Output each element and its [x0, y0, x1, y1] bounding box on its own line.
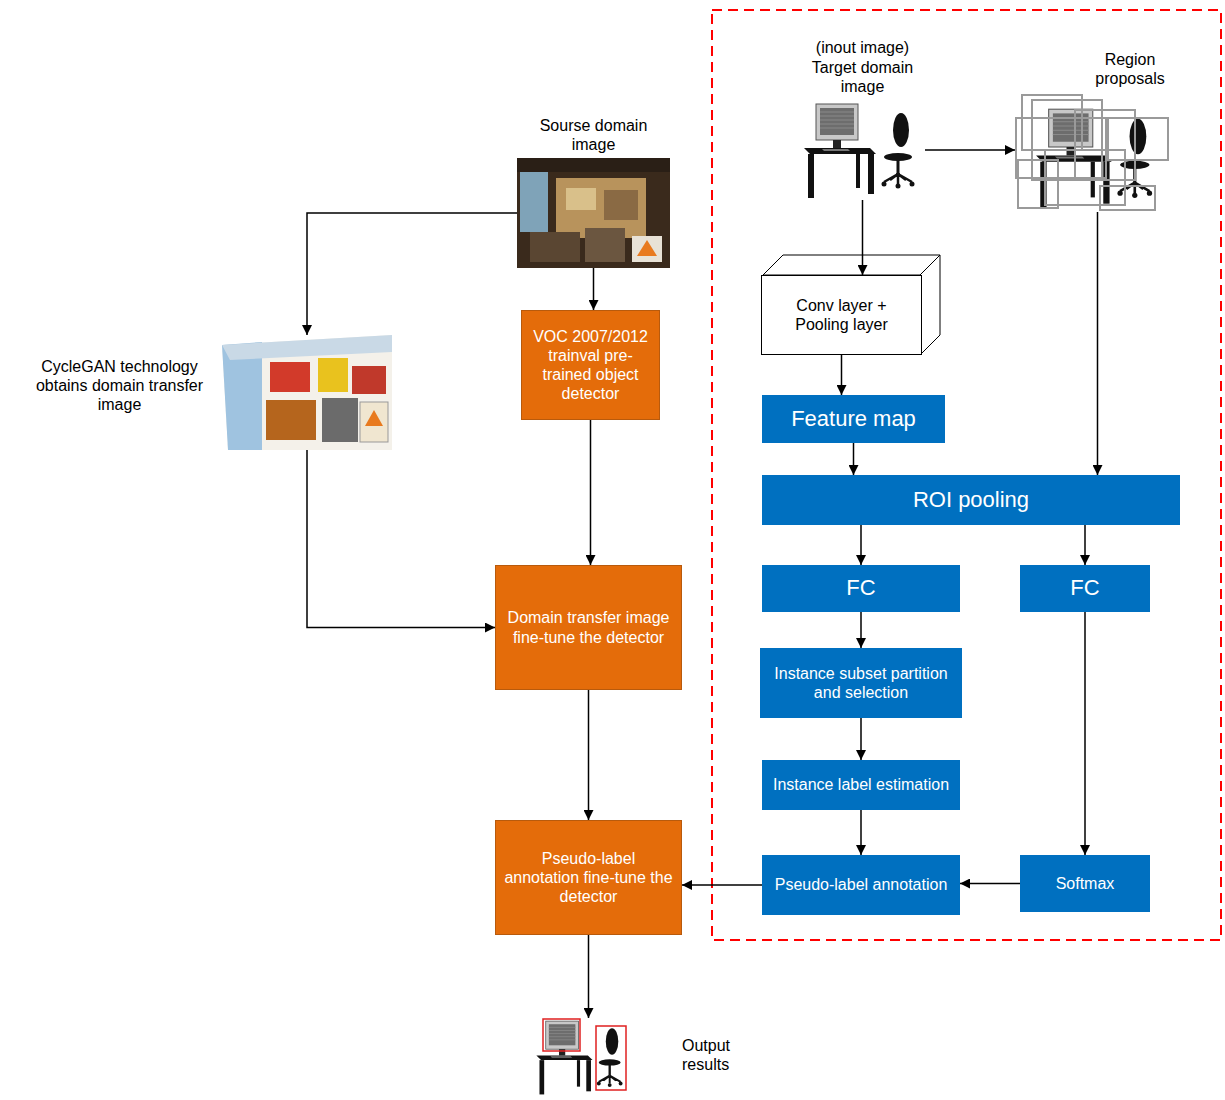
arrow-connector — [1097, 212, 1099, 475]
box-label: Feature map — [791, 406, 916, 432]
network-box: Instance label estimation — [762, 760, 960, 810]
proposal-box — [1108, 118, 1168, 160]
cartoon-block — [270, 362, 310, 392]
network-box: Pseudo-label annotation — [762, 855, 960, 915]
network-box: ROI pooling — [762, 475, 1180, 525]
image-caption: Output results — [682, 1036, 754, 1074]
arrow-connector — [588, 690, 590, 820]
proposal-box — [1032, 100, 1102, 180]
photo-box — [632, 236, 662, 262]
dashed-region — [712, 10, 1221, 940]
arrow-connector — [307, 213, 517, 335]
arrow-connector — [860, 810, 862, 855]
arrow-connector — [853, 443, 855, 475]
cyclegan-image — [222, 335, 392, 450]
arrow-connector — [841, 355, 843, 395]
layer-block: Conv layer + Pooling layer — [761, 275, 922, 355]
transfer-image-node: CycleGAN technology obtains domain trans… — [222, 335, 392, 450]
cartoon-ceiling — [222, 335, 392, 360]
target-image — [804, 104, 915, 198]
arrow-connector — [1084, 525, 1086, 565]
proposal-box — [1100, 186, 1155, 210]
network-box: Softmax — [1020, 855, 1150, 912]
proposal-boxes — [1016, 95, 1168, 210]
arrow-connector — [588, 935, 590, 1018]
arrow-connector — [862, 200, 864, 275]
cartoon-chair — [322, 398, 358, 442]
block-side-face — [920, 255, 940, 355]
cartoon-ground — [222, 335, 392, 450]
photo-light — [566, 188, 596, 210]
source-image-node: Sourse domain image — [517, 158, 670, 268]
photo-shelf — [604, 190, 638, 220]
arrow-connector — [593, 268, 595, 310]
block-top-face — [763, 255, 940, 275]
box-label: VOC 2007/2012 trainval pre-trained objec… — [530, 327, 651, 404]
box-label: FC — [846, 575, 875, 601]
detection-box — [596, 1026, 626, 1090]
cartoon-block — [318, 358, 348, 392]
arrow-connector — [960, 883, 1020, 885]
box-label: ROI pooling — [913, 487, 1029, 513]
arrow-connector — [682, 884, 762, 886]
box-label: Pseudo-label annotation — [775, 875, 948, 894]
process-box: Domain transfer image fine-tune the dete… — [495, 565, 682, 690]
box-label: FC — [1070, 575, 1099, 601]
source-photo — [517, 158, 670, 268]
network-box: FC — [1020, 565, 1150, 612]
cartoon-table — [266, 400, 316, 440]
photo-beam — [517, 158, 670, 172]
arrow-connector — [590, 420, 592, 565]
image-caption: Sourse domain image — [534, 116, 654, 154]
detection-box — [543, 1019, 580, 1051]
box-label: Softmax — [1056, 874, 1115, 893]
arrow-connector — [925, 149, 1015, 151]
box-label: Pseudo-label annotation fine-tune the de… — [504, 849, 673, 907]
proposal-image — [1036, 109, 1152, 208]
box-label: Instance label estimation — [773, 775, 949, 794]
image-caption: Region proposals — [1080, 50, 1180, 88]
network-box: Instance subset partition and selection — [760, 648, 962, 718]
cartoon-block — [352, 366, 386, 394]
box-label: Conv layer + Pooling layer — [768, 296, 915, 334]
arrow-connector — [307, 450, 495, 628]
output-image-node: Output results — [522, 1018, 642, 1096]
image-caption: (inout image) Target domain image — [804, 38, 922, 96]
network-box: FC — [762, 565, 960, 612]
cartoon-sign — [365, 410, 383, 426]
network-box: Feature map — [762, 395, 945, 443]
photo-chair — [530, 232, 580, 262]
proposal-box — [1016, 118, 1106, 178]
photo-ground — [517, 158, 670, 268]
target-image-node: (inout image) Target domain image — [800, 100, 925, 200]
arrow-connector — [860, 718, 862, 760]
process-box: VOC 2007/2012 trainval pre-trained objec… — [521, 310, 660, 420]
process-box: Pseudo-label annotation fine-tune the de… — [495, 820, 682, 935]
cartoon-box — [360, 402, 388, 442]
arrow-connector — [860, 612, 862, 648]
proposal-box — [1018, 160, 1058, 208]
photo-sign — [637, 240, 657, 256]
proposal-image-node: Region proposals — [1015, 92, 1180, 212]
box-label: Domain transfer image fine-tune the dete… — [504, 608, 673, 646]
photo-window — [520, 172, 548, 232]
arrow-connector — [1084, 612, 1086, 855]
image-caption: CycleGAN technology obtains domain trans… — [27, 357, 212, 415]
arrow-connector — [860, 525, 862, 565]
photo-table — [585, 228, 625, 262]
box-label: Instance subset partition and selection — [766, 664, 956, 702]
